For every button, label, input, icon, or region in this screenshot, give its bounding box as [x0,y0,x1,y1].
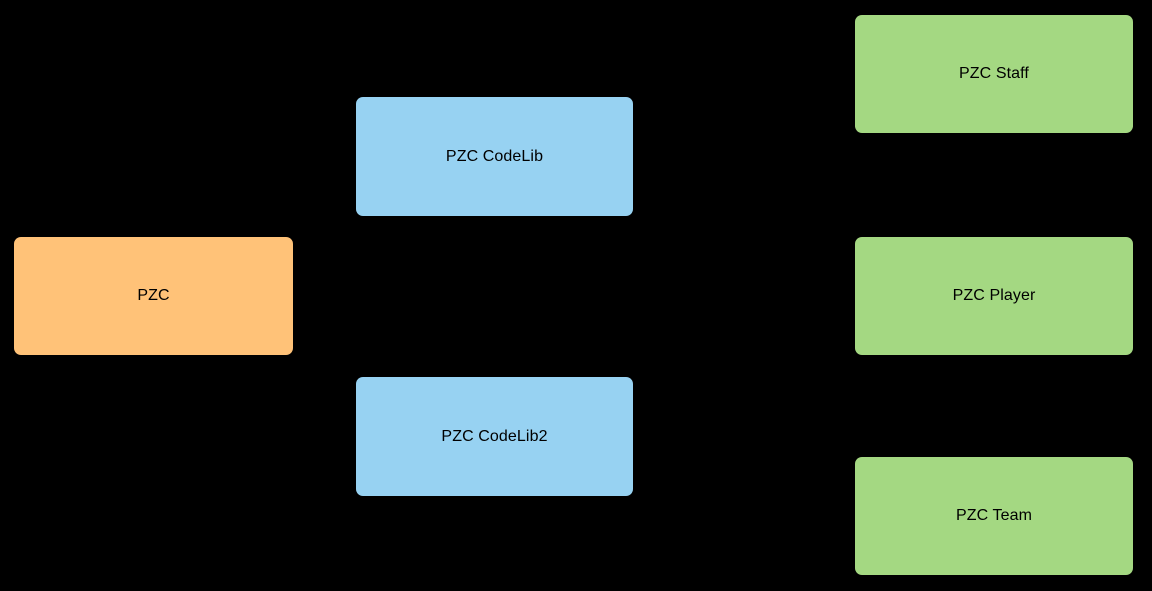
diagram-node-pzc-codelib2[interactable]: PZC CodeLib2 [356,377,633,496]
diagram-node-label: PZC Team [955,507,1033,525]
diagram-node-label: PZC [137,287,170,305]
diagram-node-pzc-team[interactable]: PZC Team [855,457,1133,575]
diagram-node-pzc[interactable]: PZC [14,237,293,355]
diagram-node-label: PZC Staff [959,65,1029,83]
diagram-node-label: PZC CodeLib [445,147,544,165]
diagram-node-pzc-staff[interactable]: PZC Staff [855,15,1133,133]
diagram-node-pzc-codelib[interactable]: PZC CodeLib [356,97,633,216]
diagram-node-label: PZC Player [952,287,1036,305]
diagram-node-label: PZC CodeLib2 [441,427,548,445]
diagram-node-pzc-player[interactable]: PZC Player [855,237,1133,355]
